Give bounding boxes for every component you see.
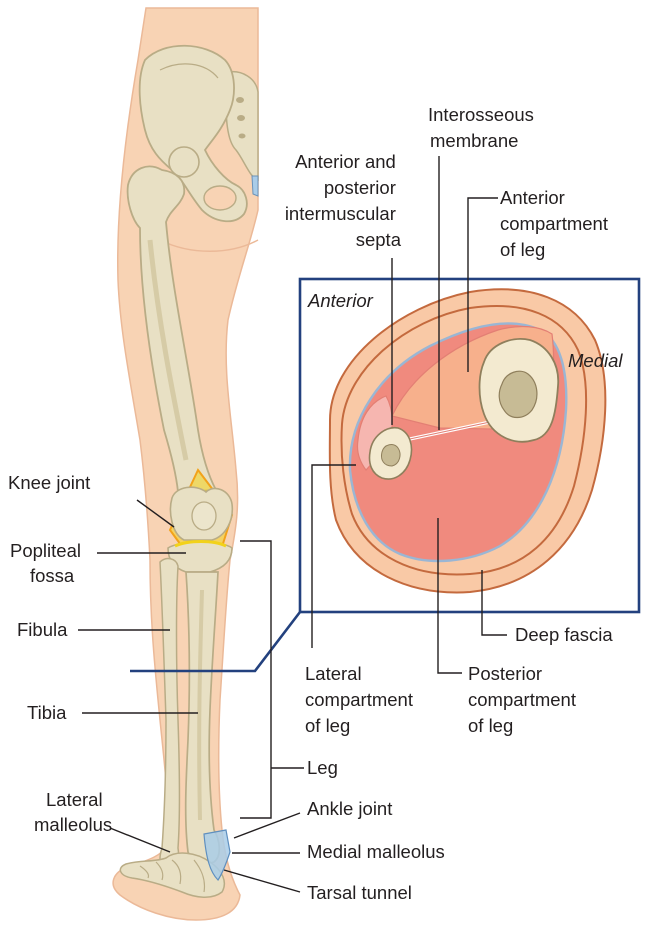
tarsal-tunnel-structure bbox=[203, 829, 231, 881]
label-medial-malleolus: Medial malleolus bbox=[307, 841, 445, 862]
tibia-shading bbox=[197, 589, 204, 821]
femur-shading bbox=[147, 239, 189, 461]
label-intermuscular-septa: Anterior and posterior intermuscular sep… bbox=[285, 151, 402, 250]
sacral-foramina bbox=[236, 97, 246, 139]
label-anterior-compartment: Anterior compartment of leg bbox=[500, 187, 613, 260]
fibula-marrow bbox=[381, 444, 401, 467]
tibia-marrow bbox=[498, 370, 538, 419]
posterior-compartment-leader bbox=[437, 518, 462, 674]
label-lateral-compartment: Lateral compartment of leg bbox=[305, 663, 418, 736]
cross-section-inset bbox=[130, 277, 641, 673]
label-ankle-joint: Ankle joint bbox=[307, 798, 392, 819]
label-knee-joint: Knee joint bbox=[8, 472, 90, 493]
interosseous-membrane-edge bbox=[404, 421, 491, 441]
section-level-line bbox=[130, 611, 302, 673]
label-anterior-orientation: Anterior bbox=[307, 290, 374, 311]
label-deep-fascia: Deep fascia bbox=[515, 624, 613, 645]
tarsal-tunnel-leader bbox=[223, 869, 301, 893]
label-leg: Leg bbox=[307, 757, 338, 778]
lateral-malleolus-leader bbox=[109, 827, 171, 853]
labels: Knee joint Popliteal fossa Fibula Tibia … bbox=[8, 104, 623, 903]
hip-shading bbox=[159, 63, 219, 79]
label-fibula: Fibula bbox=[17, 619, 68, 640]
buttock-crease bbox=[159, 239, 259, 252]
label-interosseous-membrane: Interosseous membrane bbox=[428, 104, 539, 151]
label-medial-orientation: Medial bbox=[568, 350, 623, 371]
label-lateral-malleolus: Lateral malleolus bbox=[34, 789, 112, 835]
label-tarsal-tunnel: Tarsal tunnel bbox=[307, 882, 412, 903]
ankle-joint-leader bbox=[233, 812, 301, 839]
label-posterior-compartment: Posterior compartment of leg bbox=[468, 663, 581, 736]
hip-bone bbox=[138, 44, 248, 223]
obturator-foramen bbox=[203, 185, 237, 211]
foot-bone-details bbox=[139, 859, 206, 893]
femoral-head bbox=[168, 146, 200, 178]
label-popliteal-fossa: Popliteal fossa bbox=[10, 540, 86, 586]
label-tibia: Tibia bbox=[27, 702, 67, 723]
leg-bracket bbox=[240, 540, 304, 819]
patella bbox=[191, 501, 217, 531]
skeleton bbox=[119, 44, 259, 898]
coccyx bbox=[251, 175, 259, 197]
knee-joint-leader bbox=[136, 499, 175, 528]
leader-lines bbox=[78, 156, 507, 893]
menisci bbox=[174, 540, 227, 548]
deep-fascia-leader bbox=[481, 570, 507, 636]
lateral-compartment-leader bbox=[311, 464, 356, 648]
anterior-compartment-leader bbox=[467, 197, 498, 372]
